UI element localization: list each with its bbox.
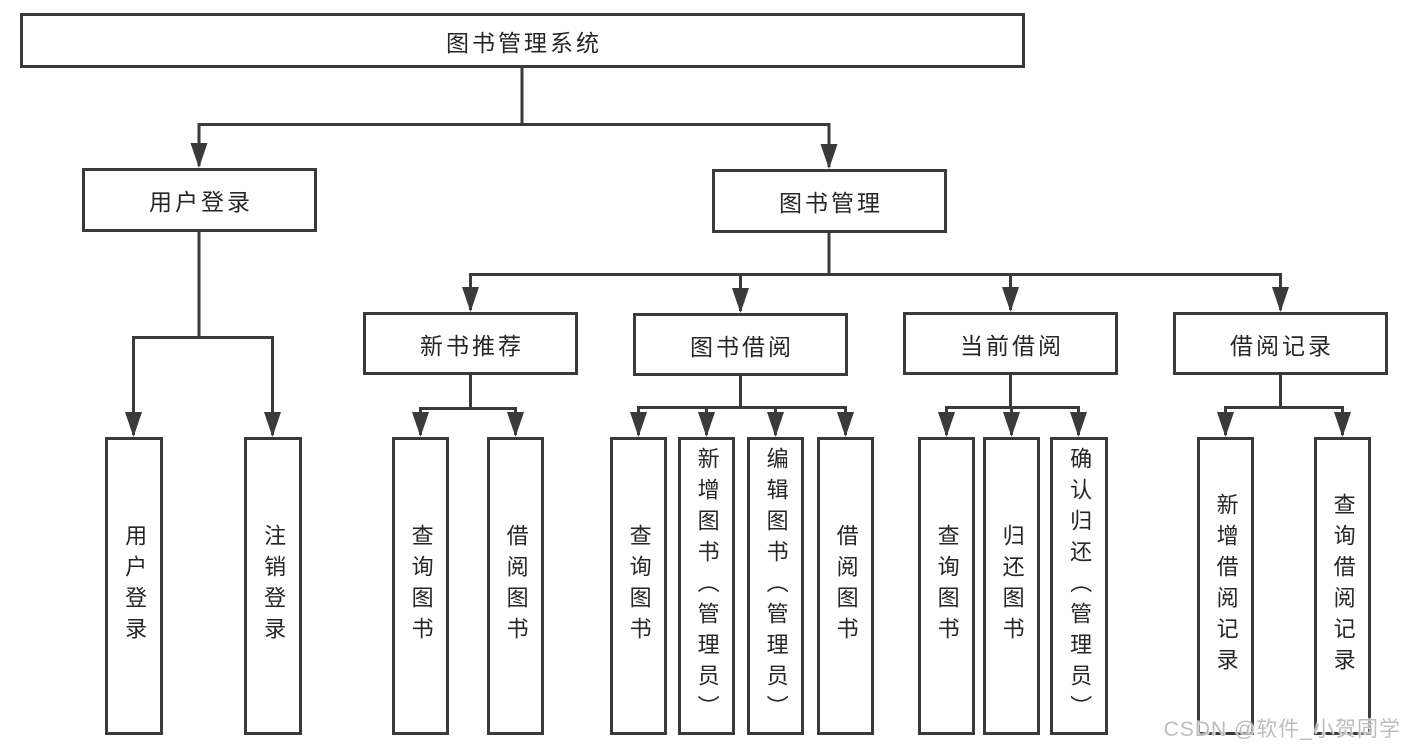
leaf-return-books-label: 归还图书 (999, 524, 1025, 648)
leaf-add-borrow-record-label: 新增借阅记录 (1213, 493, 1239, 679)
leaf-add-books-admin: 新增图书（管理员） (678, 437, 735, 735)
leaf-confirm-return-admin: 确认归还（管理员） (1050, 437, 1108, 735)
node-current-borrowing-label: 当前借阅 (960, 332, 1064, 359)
leaf-edit-books-admin: 编辑图书（管理员） (747, 437, 804, 735)
leaf-query-books-borrow: 查询图书 (610, 437, 667, 735)
node-book-management-label: 图书管理 (779, 190, 883, 216)
leaf-add-borrow-record: 新增借阅记录 (1197, 437, 1254, 735)
csdn-watermark: CSDN @软件_小贺同学 (1163, 718, 1401, 741)
leaf-return-books: 归还图书 (983, 437, 1040, 735)
leaf-borrow-books: 借阅图书 (817, 437, 874, 735)
leaf-logout: 注销登录 (244, 437, 302, 735)
leaf-user-login-label: 用户登录 (122, 524, 148, 648)
leaf-edit-books-admin-label: 编辑图书（管理员） (763, 446, 789, 726)
leaf-query-books-recommend-label: 查询图书 (408, 524, 434, 648)
leaf-borrow-books-recommend: 借阅图书 (487, 437, 544, 735)
node-user-login-label: 用户登录 (149, 189, 253, 215)
leaf-borrow-books-recommend-label: 借阅图书 (503, 524, 529, 648)
node-new-book-recommend: 新书推荐 (363, 312, 578, 375)
node-library-system: 图书管理系统 (20, 13, 1025, 68)
node-current-borrowing: 当前借阅 (903, 312, 1118, 375)
leaf-query-books-recommend: 查询图书 (392, 437, 449, 735)
node-borrowing-records-label: 借阅记录 (1230, 332, 1334, 359)
leaf-confirm-return-admin-label: 确认归还（管理员） (1067, 446, 1093, 726)
leaf-query-borrow-record: 查询借阅记录 (1314, 437, 1371, 735)
leaf-query-books-current-label: 查询图书 (934, 524, 960, 648)
node-book-borrowing: 图书借阅 (633, 313, 848, 376)
node-borrowing-records: 借阅记录 (1173, 312, 1388, 375)
node-book-borrowing-label: 图书借阅 (690, 333, 794, 360)
leaf-query-books-current: 查询图书 (918, 437, 975, 735)
leaf-borrow-books-label: 借阅图书 (833, 524, 859, 648)
leaf-query-books-borrow-label: 查询图书 (626, 524, 652, 648)
node-library-system-label: 图书管理系统 (446, 29, 602, 56)
leaf-user-login: 用户登录 (105, 437, 163, 735)
node-book-management: 图书管理 (712, 169, 947, 233)
leaf-query-borrow-record-label: 查询借阅记录 (1330, 493, 1356, 679)
node-user-login: 用户登录 (82, 168, 317, 232)
leaf-add-books-admin-label: 新增图书（管理员） (694, 446, 720, 726)
leaf-logout-label: 注销登录 (261, 524, 287, 648)
node-new-book-recommend-label: 新书推荐 (420, 332, 524, 359)
